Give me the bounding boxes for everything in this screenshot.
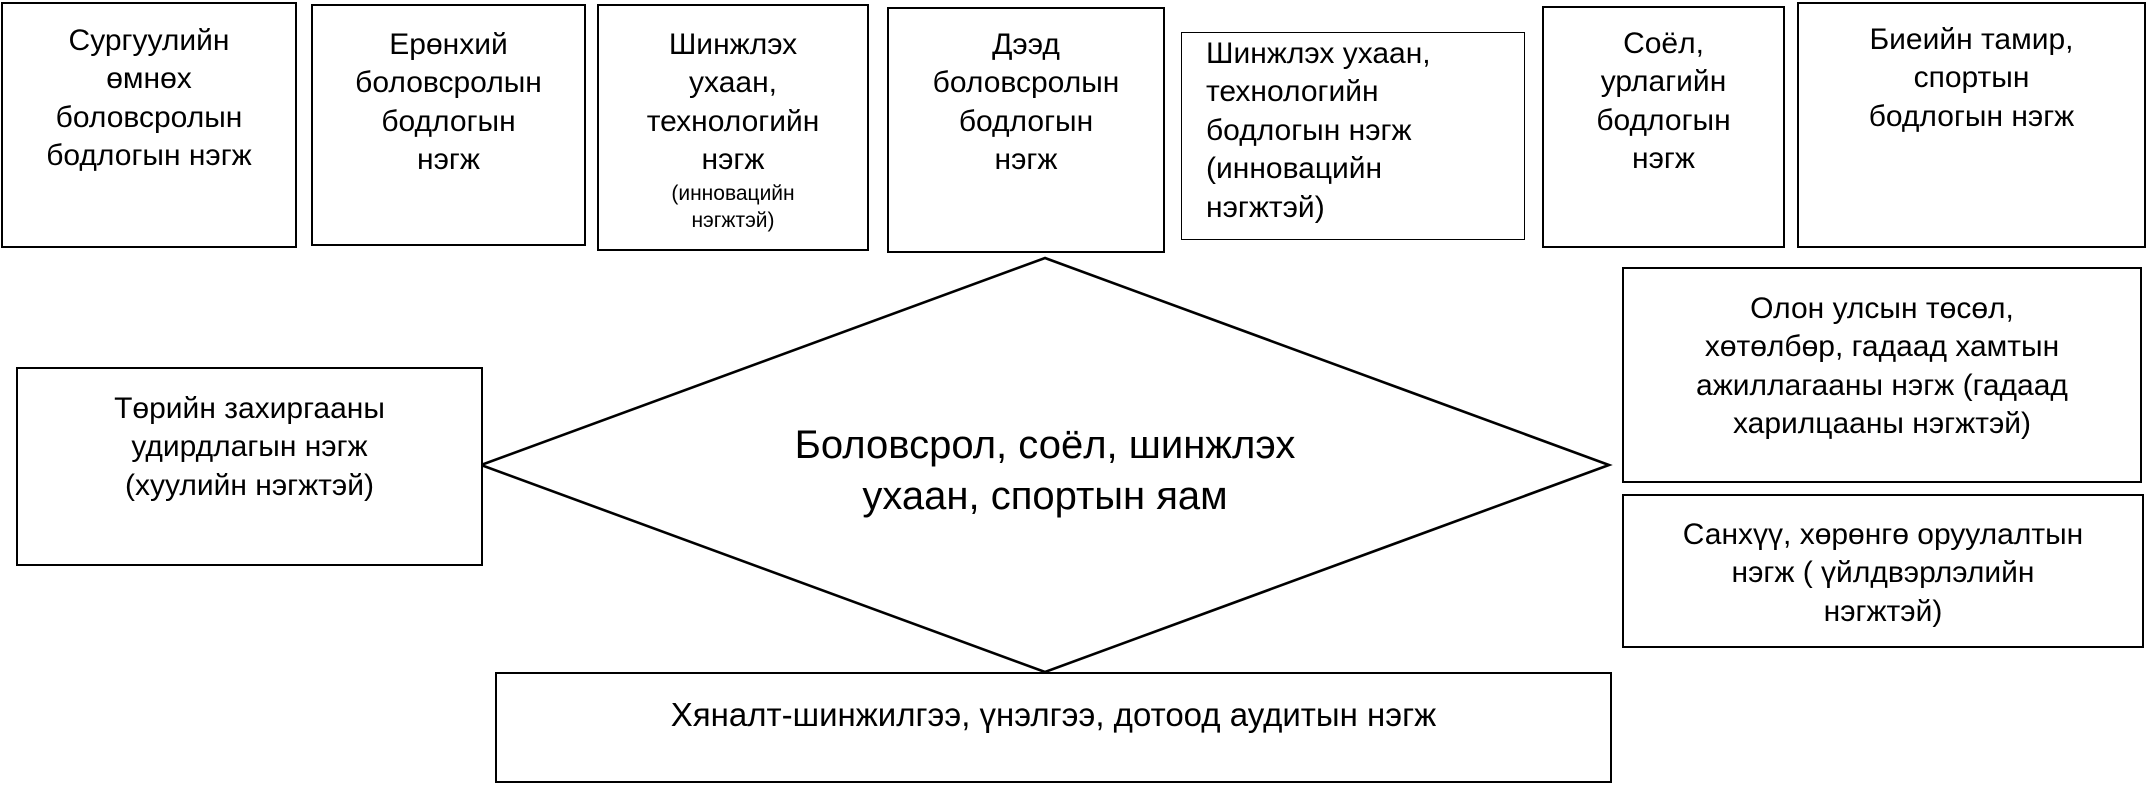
state-administration-unit: Төрийн захиргааны удирдлагын нэгж (хуули…: [16, 367, 483, 566]
science-technology-unit: Шинжлэх ухаан, технологийн нэгж (инновац…: [597, 4, 869, 251]
preschool-policy-unit: Сургуулийн өмнөх боловсролын бодлогын нэ…: [1, 2, 297, 248]
culture-arts-policy-unit: Соёл, урлагийн бодлогын нэгж: [1542, 6, 1785, 248]
sports-policy-unit: Биеийн тамир, спортын бодлогын нэгж: [1797, 2, 2146, 248]
international-cooperation-unit: Олон улсын төсөл, хөтөлбөр, гадаад хамты…: [1622, 267, 2142, 483]
finance-investment-unit: Санхүү, хөрөнгө оруулалтын нэгж ( үйлдвэ…: [1622, 494, 2144, 648]
higher-education-policy-unit: Дээд боловсролын бодлогын нэгж: [887, 7, 1165, 253]
science-technology-policy-unit: Шинжлэх ухаан, технологийн бодлогын нэгж…: [1181, 32, 1525, 240]
monitoring-audit-unit: Хяналт-шинжилгээ, үнэлгээ, дотоод аудиты…: [495, 672, 1612, 783]
ministry-label: Боловсрол, соёл, шинжлэх ухаан, спортын …: [794, 423, 1296, 519]
general-education-policy-unit: Ерөнхий боловсролын бодлогын нэгж: [311, 4, 586, 246]
